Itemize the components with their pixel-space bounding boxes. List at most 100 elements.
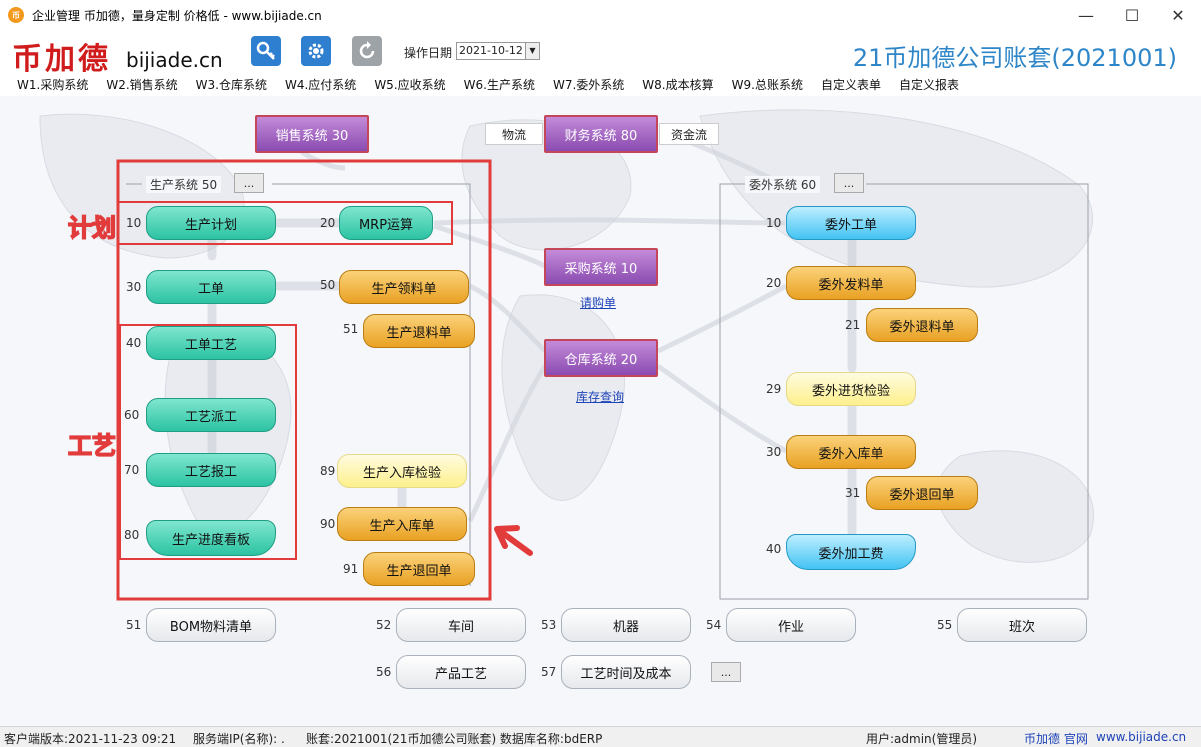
maximize-button[interactable]: ☐ [1124, 5, 1140, 25]
job-number: 54 [706, 618, 722, 632]
wo-route-button[interactable]: 工单工艺 [146, 326, 276, 360]
outsource-return-button[interactable]: 委外退料单 [866, 308, 978, 342]
fund-flow-label: 资金流 [659, 123, 719, 145]
craft-button[interactable]: 产品工艺 [396, 655, 526, 689]
menu-warehouse[interactable]: W3.仓库系统 [195, 77, 267, 92]
op-date-select[interactable]: 2021-10-12 ▼ [456, 42, 540, 60]
job-button[interactable]: 作业 [726, 608, 856, 642]
op-date-value: 2021-10-12 [459, 44, 523, 57]
menu-payable[interactable]: W4.应付系统 [284, 77, 357, 92]
outsource-fee-number: 40 [766, 542, 782, 556]
material-return-button[interactable]: 生产退料单 [363, 314, 475, 348]
minimize-button[interactable]: — [1078, 5, 1094, 25]
production-instock-number: 90 [320, 517, 336, 531]
material-return-number: 51 [343, 322, 359, 336]
mrp-number: 20 [320, 216, 336, 230]
material-issue-number: 50 [320, 278, 336, 292]
work-report-button[interactable]: 工艺报工 [146, 453, 276, 487]
workshop-number: 52 [376, 618, 392, 632]
menu-custom-report[interactable]: 自定义报表 [898, 77, 959, 92]
craft-time-button[interactable]: 工艺时间及成本 [561, 655, 691, 689]
op-date-label: 操作日期 [404, 46, 453, 60]
outsource-fee-button[interactable]: 委外加工费 [786, 534, 916, 570]
outsource-issue-button[interactable]: 委外发料单 [786, 266, 916, 300]
app-header: 币加德 bijiade.cn 操作日期 2021-10-12 ▼ 21币加德公司… [0, 30, 1201, 77]
refresh-icon[interactable] [352, 36, 382, 66]
mrp-button[interactable]: MRP运算 [339, 206, 433, 240]
outsource-group-label: 委外系统 60 [745, 176, 821, 193]
purchase-system-button[interactable]: 采购系统 10 [544, 248, 658, 286]
inspection-button[interactable]: 生产入库检验 [337, 454, 467, 488]
outsource-more-button[interactable]: ... [834, 173, 864, 193]
outsource-back-number: 31 [845, 486, 861, 500]
material-issue-button[interactable]: 生产领料单 [339, 270, 469, 304]
production-more-button[interactable]: ... [234, 173, 264, 193]
production-group-label: 生产系统 50 [146, 176, 222, 193]
dispatch-number: 60 [124, 408, 140, 422]
shift-number: 55 [937, 618, 953, 632]
menu-receivable[interactable]: W5.应收系统 [374, 77, 446, 92]
progress-board-button[interactable]: 生产进度看板 [146, 520, 276, 556]
dispatch-button[interactable]: 工艺派工 [146, 398, 276, 432]
outsource-return-number: 21 [845, 318, 861, 332]
warehouse-system-button[interactable]: 仓库系统 20 [544, 339, 658, 377]
menu-bar: W1.采购系统 W2.销售系统 W3.仓库系统 W4.应付系统 W5.应收系统 … [0, 72, 1201, 96]
production-plan-button[interactable]: 生产计划 [146, 206, 276, 240]
sales-system-button[interactable]: 销售系统 30 [255, 115, 369, 153]
outsource-order-button[interactable]: 委外工单 [786, 206, 916, 240]
chevron-down-icon[interactable]: ▼ [525, 43, 539, 59]
menu-outsource[interactable]: W7.委外系统 [552, 77, 625, 92]
logo-text-en: bijiade.cn [126, 48, 223, 72]
account-title: 21币加德公司账套(2021001) [852, 44, 1177, 72]
craft-number: 56 [376, 665, 392, 679]
window-title: 企业管理 币加德，量身定制 价格低 - www.bijiade.cn [32, 8, 322, 23]
machine-number: 53 [541, 618, 557, 632]
work-order-button[interactable]: 工单 [146, 270, 276, 304]
bom-button[interactable]: BOM物料清单 [146, 608, 276, 642]
logo-text-cn: 币加德 [12, 42, 111, 77]
menu-costing[interactable]: W8.成本核算 [642, 77, 714, 92]
bom-number: 51 [126, 618, 142, 632]
brand-link[interactable]: 币加德 官网 [1024, 732, 1088, 746]
production-instock-button[interactable]: 生产入库单 [337, 507, 467, 541]
menu-purchase[interactable]: W1.采购系统 [17, 77, 89, 92]
user-info: 用户:admin(管理员) [866, 732, 978, 746]
production-plan-number: 10 [126, 216, 142, 230]
close-button[interactable]: ✕ [1171, 5, 1185, 25]
work-report-number: 70 [124, 463, 140, 477]
craft-time-number: 57 [541, 665, 557, 679]
outsource-instock-button[interactable]: 委外入库单 [786, 435, 916, 469]
app-icon: 币 [8, 7, 24, 23]
outsource-issue-number: 20 [766, 276, 782, 290]
finance-system-button[interactable]: 财务系统 80 [544, 115, 658, 153]
outsource-instock-number: 30 [766, 445, 782, 459]
work-order-number: 30 [126, 280, 142, 294]
workshop-button[interactable]: 车间 [396, 608, 526, 642]
basic-more-button[interactable]: ... [711, 662, 741, 682]
outsource-back-button[interactable]: 委外退回单 [866, 476, 978, 510]
menu-production[interactable]: W6.生产系统 [463, 77, 535, 92]
inspection-number: 89 [320, 464, 336, 478]
purchase-request-link[interactable]: 请购单 [580, 296, 617, 310]
annotation-plan: 计划 [67, 213, 117, 243]
gear-icon[interactable] [301, 36, 331, 66]
progress-board-number: 80 [124, 528, 140, 542]
shift-button[interactable]: 班次 [957, 608, 1087, 642]
production-back-number: 91 [343, 562, 359, 576]
machine-button[interactable]: 机器 [561, 608, 691, 642]
menu-sales[interactable]: W2.销售系统 [106, 77, 178, 92]
website-link[interactable]: www.bijiade.cn [1096, 730, 1187, 744]
outsource-order-number: 10 [766, 216, 782, 230]
workflow-canvas: 销售系统 30 物流 财务系统 80 资金流 采购系统 10 请购单 仓库系统 … [0, 96, 1201, 726]
annotation-process: 工艺 [67, 431, 117, 461]
server-ip: 服务端IP(名称): . [193, 732, 285, 746]
inventory-query-link[interactable]: 库存查询 [576, 390, 625, 404]
key-icon[interactable] [251, 36, 281, 66]
client-version: 客户端版本:2021-11-23 09:21 [4, 732, 177, 746]
menu-ledger[interactable]: W9.总账系统 [731, 77, 803, 92]
production-back-button[interactable]: 生产退回单 [363, 552, 475, 586]
wo-route-number: 40 [126, 336, 142, 350]
menu-custom-form[interactable]: 自定义表单 [820, 77, 881, 92]
outsource-inspect-button[interactable]: 委外进货检验 [786, 372, 916, 406]
outsource-inspect-number: 29 [766, 382, 782, 396]
